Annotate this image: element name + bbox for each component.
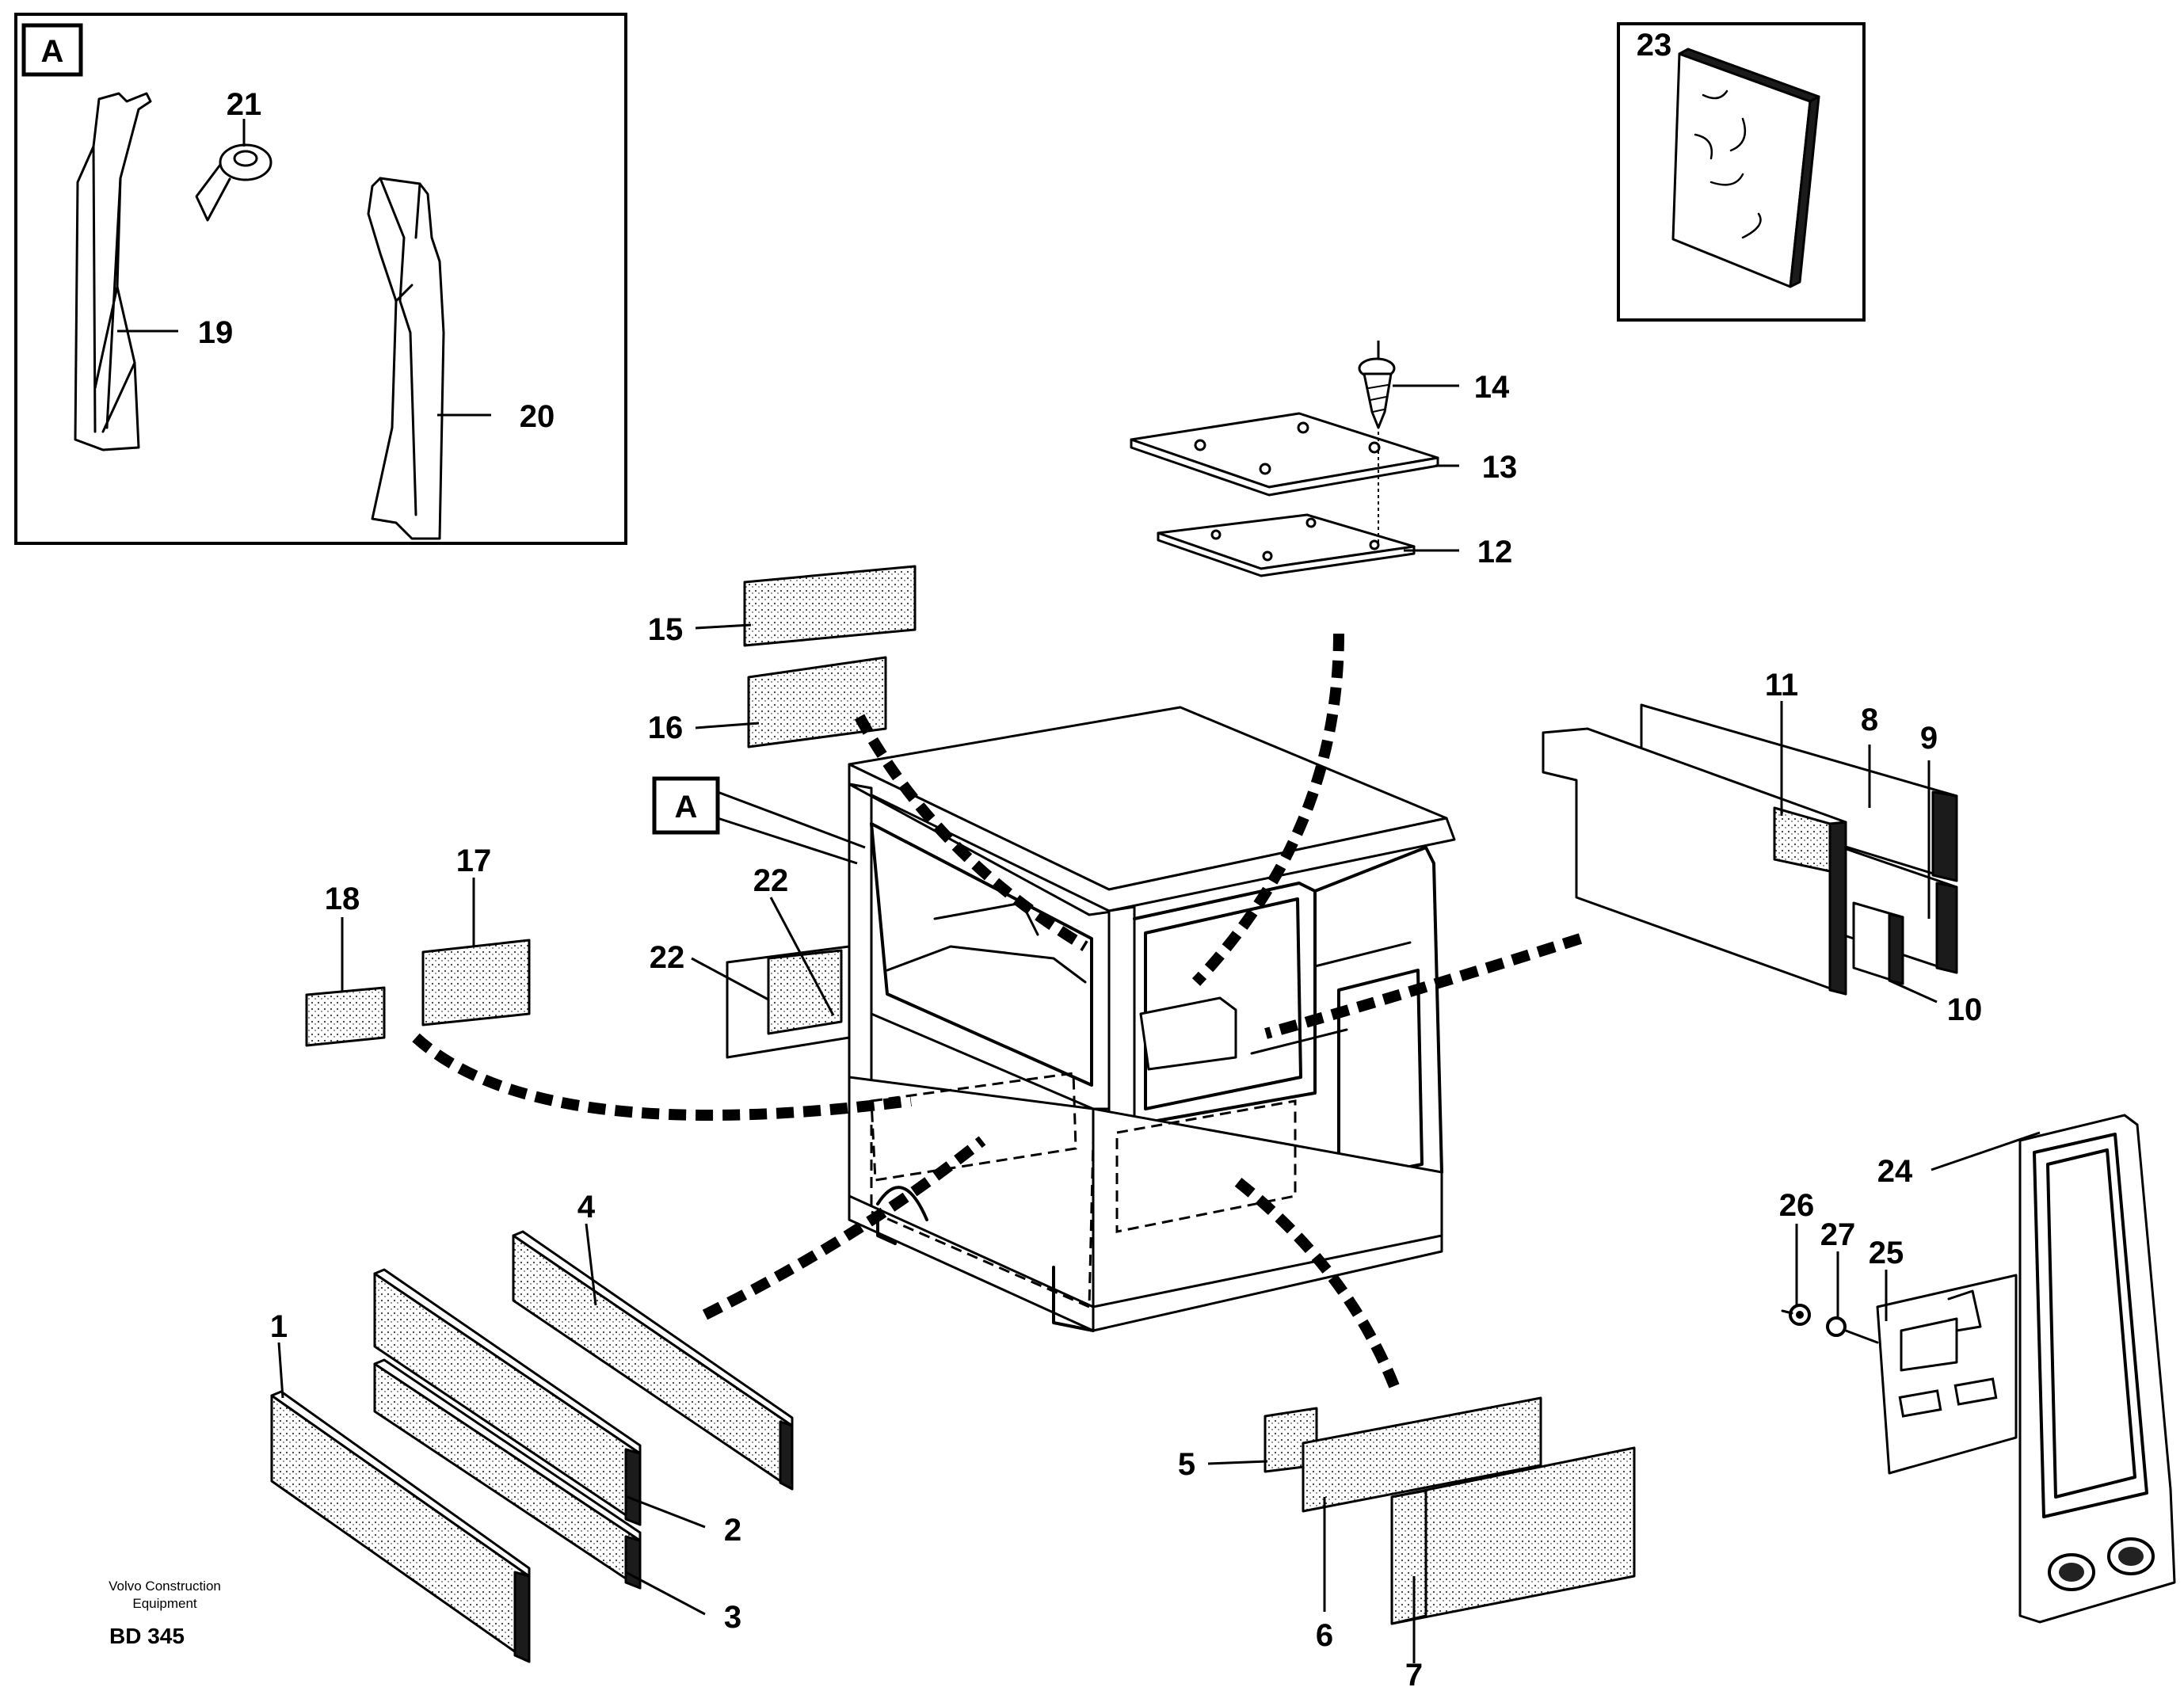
callout-17: 17 xyxy=(456,844,492,878)
callout-25: 25 xyxy=(1869,1236,1904,1270)
pillar-trim-part-20 xyxy=(367,177,445,540)
detail-view-label: A xyxy=(41,34,64,69)
callout-6: 6 xyxy=(1316,1618,1333,1653)
callout-22-right: 22 xyxy=(753,863,789,898)
insulation-mat-box-part-23 xyxy=(1617,22,1866,322)
callout-26: 26 xyxy=(1779,1188,1815,1223)
callout-24: 24 xyxy=(1877,1154,1913,1189)
callout-1: 1 xyxy=(270,1309,288,1344)
callout-15: 15 xyxy=(648,612,684,647)
callout-11: 11 xyxy=(1765,668,1798,703)
tape-roll-part-21 xyxy=(195,143,273,222)
callout-22-left: 22 xyxy=(650,940,685,975)
callout-2: 2 xyxy=(724,1513,741,1548)
callout-20: 20 xyxy=(520,399,555,434)
callout-12: 12 xyxy=(1477,535,1513,569)
foam-blocks-15-16 xyxy=(743,565,917,748)
detail-ref-label: A xyxy=(675,790,698,825)
foam-blocks-17-18 xyxy=(305,939,531,1047)
callout-10: 10 xyxy=(1947,992,1983,1027)
company-line-2: Equipment xyxy=(132,1596,197,1611)
callout-5: 5 xyxy=(1178,1447,1195,1482)
detail-view-a: A xyxy=(14,13,627,545)
callout-7: 7 xyxy=(1405,1658,1423,1691)
callout-16: 16 xyxy=(648,710,684,745)
callout-14: 14 xyxy=(1474,370,1510,405)
callout-23: 23 xyxy=(1637,28,1672,63)
cab-body xyxy=(691,706,1456,1332)
callout-3: 3 xyxy=(724,1600,741,1635)
callout-21: 21 xyxy=(227,87,262,122)
side-panels-1-4 xyxy=(270,1230,794,1663)
pillar-trim-part-19 xyxy=(74,92,152,451)
door-assembly xyxy=(1781,1114,2176,1624)
callout-13: 13 xyxy=(1482,450,1518,485)
credit-block: Volvo Construction Equipment BD 345 xyxy=(109,1579,221,1648)
callout-19: 19 xyxy=(198,315,234,350)
drawing-code: BD 345 xyxy=(109,1624,185,1648)
side-panels-8-11 xyxy=(1542,703,1958,996)
panels-5-7 xyxy=(1264,1396,1636,1625)
callout-9: 9 xyxy=(1920,721,1938,756)
company-line-1: Volvo Construction xyxy=(109,1579,221,1594)
placement-arrows xyxy=(412,633,1583,1388)
detail-ref-badge: A xyxy=(652,776,866,865)
callout-18: 18 xyxy=(325,882,360,916)
callout-8: 8 xyxy=(1861,703,1878,737)
callout-27: 27 xyxy=(1820,1217,1856,1252)
roof-plate-assembly xyxy=(1130,341,1439,577)
callout-labels: 21 19 20 23 14 13 12 15 16 17 18 22 22 1… xyxy=(198,28,1983,1691)
callout-4: 4 xyxy=(577,1190,596,1224)
